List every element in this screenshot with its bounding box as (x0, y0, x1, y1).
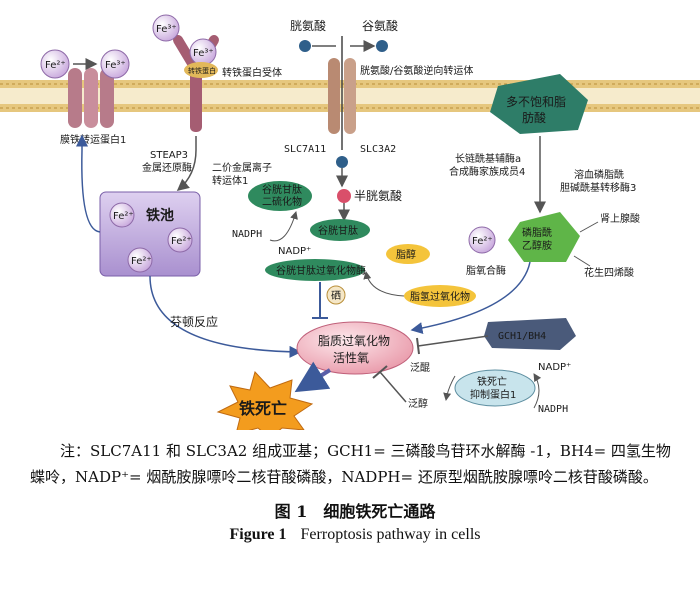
figure-title-cn: 图 1 细胞铁死亡通路 (274, 502, 436, 521)
pe-to-ros-arrow (410, 261, 531, 334)
gsh-label: 谷胱甘肽 (318, 224, 358, 237)
gch1-inhibition-bar (416, 337, 420, 355)
coq10-label: 泛醌 (410, 362, 430, 374)
pe-node (508, 212, 580, 262)
alcohol-label: 脂醇 (396, 248, 416, 261)
lpcat3-label-2: 胆碱酰基转移酶3 (560, 181, 636, 194)
arachidonic-label: 花生四烯酸 (584, 266, 634, 279)
cystine-molecule (299, 40, 311, 52)
fe3-label-outside: Fe³⁺ (105, 60, 126, 71)
gch1-inhibition-line (417, 335, 489, 347)
fe3-on-tf-label: Fe³⁺ (156, 24, 177, 35)
iron-fe2-outside (40, 49, 70, 79)
nadph-cycle-arrow (269, 211, 298, 242)
iron-fe3-outside (100, 49, 130, 79)
fe2-label-outside: Fe²⁺ (45, 60, 66, 71)
gssg-label-2: 二硫化物 (262, 195, 302, 208)
pufa-label-2: 肪酸 (522, 110, 546, 125)
slc3a2-label: SLC3A2 (360, 144, 396, 155)
gpx4-label: 谷胱甘肽过氧化物酶 (276, 264, 366, 277)
pe-adrenic-line (579, 221, 599, 233)
selenium-label: 硒 (331, 290, 341, 302)
selenium-node (326, 285, 346, 305)
coq10h2-label: 泛醇 (408, 397, 428, 410)
gpx4-node (265, 259, 365, 281)
cystine-label: 胱氨酸 (290, 18, 326, 33)
acsl4-label-1: 长链酰基辅酶a (455, 152, 521, 165)
pe-label-2: 乙醇胺 (522, 239, 552, 252)
pool-fe2-1: Fe²⁺ (113, 211, 134, 222)
nadph-left-label: NADPH (232, 229, 262, 240)
ros-to-ferroptosis-arrow (294, 361, 332, 393)
nadph-right-label: NADPH (538, 404, 568, 415)
gch1-label: GCH1/BH4 (498, 331, 546, 342)
fenton-label: 芬顿反应 (170, 314, 218, 329)
nadp-right-label: NADP⁺ (538, 362, 571, 373)
figure-label-en: Figure 1 (229, 526, 287, 543)
iron-pool-label: 铁池 (146, 207, 174, 224)
figure-caption: 注：SLC7A11 和 SLC3A2 组成亚基；GCH1= 三磷酸鸟苷环水解酶 … (30, 438, 680, 544)
lox-label: 脂氧合酶 (466, 264, 506, 277)
slc7a11-label: SLC7A11 (284, 144, 326, 155)
cysteine-label: 半胱氨酸 (354, 188, 402, 203)
pe-label-1: 磷脂酰 (522, 226, 552, 239)
coq10h2-inhibition-line (379, 371, 407, 403)
figure-title-en-text: Ferroptosis pathway in cells (300, 526, 481, 543)
cystine-inside (336, 156, 348, 168)
ros-label-2: 活性氧 (333, 351, 369, 365)
gsh-node (310, 219, 370, 241)
fsp1-nadph-arrow (533, 373, 542, 409)
glutamate-molecule (376, 40, 388, 52)
peroxide-to-gpx4-arrow (363, 271, 405, 297)
lipid-peroxide-node (404, 285, 476, 307)
gssg-label-1: 谷胱甘肽 (262, 183, 302, 196)
pufa-node (490, 74, 588, 134)
coq10-reduction-arrow (443, 375, 456, 401)
dmt1-label: 二价金属离子 (212, 161, 272, 174)
pufa-label-1: 多不饱和脂 (506, 94, 566, 109)
figure-title-en: Figure 1 Ferroptosis pathway in cells (30, 526, 680, 544)
steap3-label: STEAP3 (150, 150, 188, 161)
pool-fe2-2: Fe²⁺ (171, 236, 192, 247)
coq10h2-inhibition-bar (372, 365, 388, 379)
lox-iron (468, 226, 496, 254)
gssg-node (248, 181, 312, 211)
ferroportin-channel (68, 68, 114, 128)
lipid-ros-node (296, 321, 414, 375)
transferrin-label: 转铁蛋白 (188, 66, 216, 75)
tf-receptor-label: 转铁蛋白受体 (222, 66, 282, 79)
lipid-peroxide-label: 脂氢过氧化物 (410, 290, 470, 303)
pool-to-ferroportin-arrow (76, 134, 101, 233)
ros-label-1: 脂质过氧化物 (318, 333, 390, 348)
pe-arachidonic-line (573, 255, 591, 267)
adrenic-label: 肾上腺酸 (600, 212, 640, 225)
system-xc-transporter (328, 36, 356, 150)
lox-fe2-label: Fe²⁺ (472, 236, 493, 247)
ferroportin-label: 膜铁转运蛋白1 (60, 133, 126, 146)
lpcat3-label-1: 溶血磷脂酰 (574, 168, 624, 181)
acsl4-label-2: 合成酶家族成员4 (449, 165, 525, 178)
fe3-on-tf-label-2: Fe³⁺ (193, 48, 214, 59)
ferroptosis-burst (216, 371, 314, 430)
steap3-sub-label: 金属还原酶 (142, 161, 192, 174)
fenton-arrow (149, 275, 302, 358)
gch1-node (484, 318, 576, 350)
fsp1-node (454, 369, 536, 407)
caption-note: 注：SLC7A11 和 SLC3A2 组成亚基；GCH1= 三磷酸鸟苷环水解酶 … (30, 442, 671, 486)
nadp-left-label: NADP⁺ (278, 246, 311, 257)
fsp1-label-1: 铁死亡 (477, 375, 507, 388)
transferrin-receptor (152, 14, 219, 132)
fsp1-label-2: 抑制蛋白1 (470, 388, 516, 401)
antiporter-label: 胱氨酸/谷氨酸逆向转运体 (360, 64, 473, 77)
cysteine-molecule (337, 189, 351, 203)
pool-fe2-3: Fe²⁺ (131, 256, 152, 267)
iron-pool (99, 191, 201, 277)
ferroptosis-diagram: 膜铁转运蛋白1 Fe²⁺ Fe³⁺ Fe³⁺ Fe³⁺ 转铁蛋白 转铁蛋白受体 … (0, 14, 700, 430)
glutamate-label: 谷氨酸 (362, 18, 398, 33)
alcohol-node (386, 244, 430, 264)
ferroptosis-label: 铁死亡 (239, 399, 287, 418)
receptor-to-pool-arrow (176, 136, 197, 191)
dmt1-sub-label: 转运体1 (212, 174, 248, 187)
